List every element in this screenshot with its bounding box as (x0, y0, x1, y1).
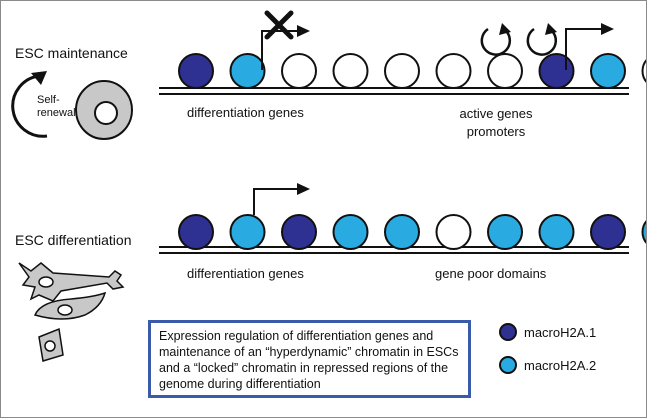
self-renewal-label: Self- renewal (37, 94, 76, 119)
nucleosome-empty (641, 59, 646, 83)
self-renewal-arrow (11, 71, 48, 138)
nucleosome-empty (435, 214, 472, 250)
section-title-differentiation: ESC differentiation (15, 232, 132, 248)
neuron-cell (18, 262, 125, 302)
nucleosome-light (229, 53, 266, 89)
stem-cell (75, 80, 133, 140)
caption-active-genes-promoters: active genes promoters (459, 106, 533, 139)
caption-differentiation-genes-bottom: differentiation genes (187, 266, 304, 281)
nucleosome-row-bottom (178, 214, 646, 250)
nucleosome-empty (332, 53, 369, 89)
nucleosome-dark (538, 53, 575, 89)
nucleosome-light (332, 214, 369, 250)
nucleosome-empty (435, 53, 472, 89)
section-title-maintenance: ESC maintenance (15, 45, 128, 61)
legend-label-macroh2a2: macroH2A.2 (524, 358, 597, 373)
nucleosome-light (590, 53, 626, 89)
nucleosome-row-top (178, 53, 646, 89)
nucleosome-empty (487, 53, 523, 89)
transcription-arrow (565, 23, 614, 70)
caption-differentiation-genes-top: differentiation genes (187, 105, 304, 120)
circular-arrow-icon (480, 23, 512, 56)
nucleosome-empty (281, 53, 317, 89)
nucleosome-light (384, 214, 420, 250)
nucleosome-light (538, 214, 575, 250)
summary-note: Expression regulation of differentiation… (148, 320, 471, 398)
nucleosome-dark (178, 53, 214, 89)
transcription-arrow (253, 183, 310, 215)
legend-label-macroh2a1: macroH2A.1 (524, 325, 597, 340)
nucleosome-light (641, 220, 646, 244)
fibroblast-cell (33, 291, 107, 320)
nucleosome-dark (178, 214, 214, 250)
legend-swatch-macroh2a1 (499, 323, 517, 341)
circular-arrow-icon (526, 23, 558, 56)
legend-swatch-macroh2a2 (499, 356, 517, 374)
caption-gene-poor-domains: gene poor domains (435, 266, 547, 281)
nucleosome-dark (590, 214, 626, 250)
nucleosome-light (487, 214, 523, 250)
nucleosome-dark (281, 214, 317, 250)
nucleosome-empty (384, 53, 420, 89)
blocked-transcription-arrow (261, 10, 310, 70)
epithelial-cell (38, 327, 64, 362)
nucleosome-light (229, 214, 266, 250)
